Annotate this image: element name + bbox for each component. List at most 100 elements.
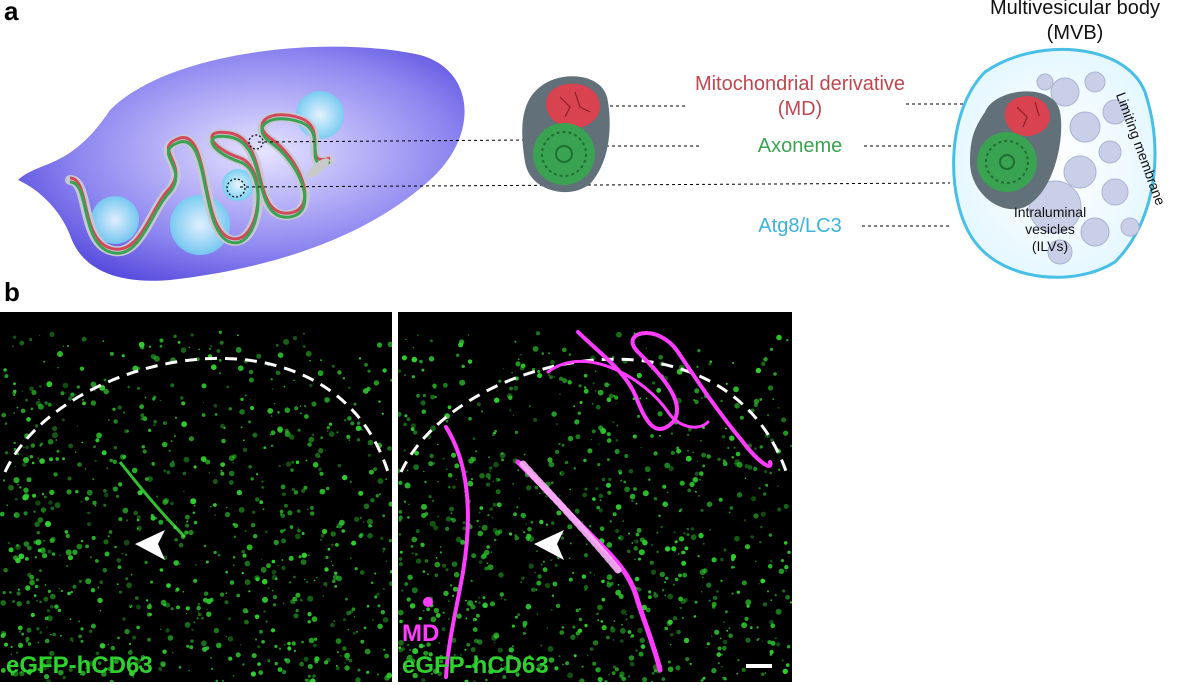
- gfp-speckle: [422, 570, 426, 573]
- gfp-speckle: [561, 626, 565, 629]
- gfp-speckle: [406, 417, 411, 422]
- gfp-speckle: [434, 395, 437, 399]
- gfp-speckle: [25, 636, 30, 642]
- gfp-speckle: [678, 509, 682, 513]
- gfp-speckle: [789, 601, 792, 604]
- gfp-speckle: [710, 363, 712, 365]
- gfp-speckle: [509, 386, 513, 391]
- gfp-speckle: [185, 606, 190, 611]
- gfp-speckle: [514, 534, 517, 537]
- gfp-speckle: [232, 556, 236, 559]
- gfp-speckle: [728, 511, 731, 514]
- gfp-speckle: [193, 621, 196, 624]
- gfp-speckle: [4, 451, 9, 455]
- gfp-speckle: [570, 634, 576, 640]
- gfp-speckle: [257, 645, 261, 649]
- gfp-speckle: [169, 462, 175, 468]
- gfp-speckle: [512, 414, 515, 417]
- gfp-speckle: [68, 668, 73, 672]
- gfp-speckle: [126, 519, 129, 522]
- gfp-speckle: [41, 492, 45, 496]
- gfp-speckle: [745, 637, 751, 643]
- gfp-speckle: [427, 652, 430, 655]
- gfp-speckle: [441, 627, 446, 632]
- gfp-speckle: [493, 632, 500, 639]
- gfp-speckle: [606, 574, 613, 581]
- gfp-speckle: [443, 382, 448, 388]
- micrograph-right-image: [398, 330, 792, 682]
- gfp-speckle: [271, 569, 277, 575]
- gfp-speckle: [525, 523, 527, 525]
- gfp-speckle: [427, 573, 429, 576]
- gfp-speckle: [213, 503, 217, 507]
- gfp-speckle: [385, 478, 388, 481]
- gfp-speckle: [478, 511, 481, 514]
- gfp-speckle: [575, 608, 579, 613]
- gfp-speckle: [295, 609, 299, 613]
- gfp-speckle: [685, 657, 690, 662]
- gfp-speckle: [658, 355, 663, 360]
- gfp-speckle: [293, 602, 296, 604]
- gfp-speckle: [481, 552, 488, 558]
- gfp-speckle: [255, 638, 257, 641]
- gfp-speckle: [135, 658, 141, 664]
- gfp-speckle: [97, 597, 103, 603]
- gfp-speckle: [711, 601, 717, 607]
- gfp-speckle: [644, 466, 651, 473]
- gfp-speckle: [65, 533, 70, 539]
- gfp-speckle: [77, 462, 82, 467]
- gfp-speckle: [318, 455, 321, 459]
- gfp-speckle: [221, 679, 224, 682]
- gfp-speckle: [19, 340, 25, 346]
- gfp-speckle: [789, 444, 792, 447]
- gfp-speckle: [76, 385, 80, 389]
- gfp-speckle: [598, 443, 600, 445]
- gfp-speckle: [547, 646, 554, 652]
- gfp-speckle: [456, 353, 460, 357]
- gfp-speckle: [253, 534, 258, 539]
- gfp-speckle: [697, 349, 701, 353]
- gfp-speckle: [476, 519, 479, 523]
- gfp-speckle: [214, 413, 218, 416]
- gfp-speckle: [242, 608, 248, 614]
- gfp-speckle: [681, 616, 684, 620]
- gfp-speckle: [213, 627, 219, 634]
- gfp-speckle: [13, 555, 18, 561]
- gfp-speckle: [301, 640, 304, 644]
- gfp-speckle: [330, 560, 333, 562]
- gfp-speckle: [281, 559, 284, 561]
- gfp-speckle: [700, 397, 703, 399]
- gfp-speckle: [428, 652, 433, 657]
- gfp-speckle: [214, 514, 216, 516]
- gfp-speckle: [648, 595, 652, 599]
- gfp-speckle: [453, 653, 456, 657]
- gfp-speckle: [91, 623, 96, 629]
- gfp-speckle: [460, 654, 462, 656]
- gfp-speckle: [188, 436, 194, 442]
- gfp-speckle: [692, 451, 694, 453]
- gfp-speckle: [462, 521, 466, 525]
- gfp-speckle: [281, 565, 286, 571]
- gfp-speckle: [94, 504, 97, 507]
- gfp-speckle: [447, 405, 452, 410]
- gfp-speckle: [17, 483, 19, 486]
- gfp-speckle: [29, 455, 34, 459]
- gfp-speckle: [114, 659, 119, 664]
- gfp-speckle: [375, 494, 379, 498]
- gfp-speckle: [502, 675, 507, 679]
- gfp-speckle: [25, 640, 29, 643]
- gfp-speckle: [720, 579, 723, 582]
- gfp-speckle: [261, 486, 265, 489]
- gfp-speckle: [701, 452, 707, 458]
- gfp-speckle: [355, 425, 362, 431]
- gfp-speckle: [340, 655, 342, 657]
- gfp-speckle: [179, 563, 181, 565]
- gfp-speckle: [317, 370, 324, 377]
- gfp-speckle: [720, 653, 723, 656]
- gfp-speckle: [548, 352, 551, 355]
- gfp-speckle: [722, 459, 726, 463]
- gfp-speckle: [291, 641, 296, 646]
- gfp-speckle: [370, 498, 375, 503]
- gfp-speckle: [72, 549, 78, 555]
- gfp-speckle: [174, 416, 178, 419]
